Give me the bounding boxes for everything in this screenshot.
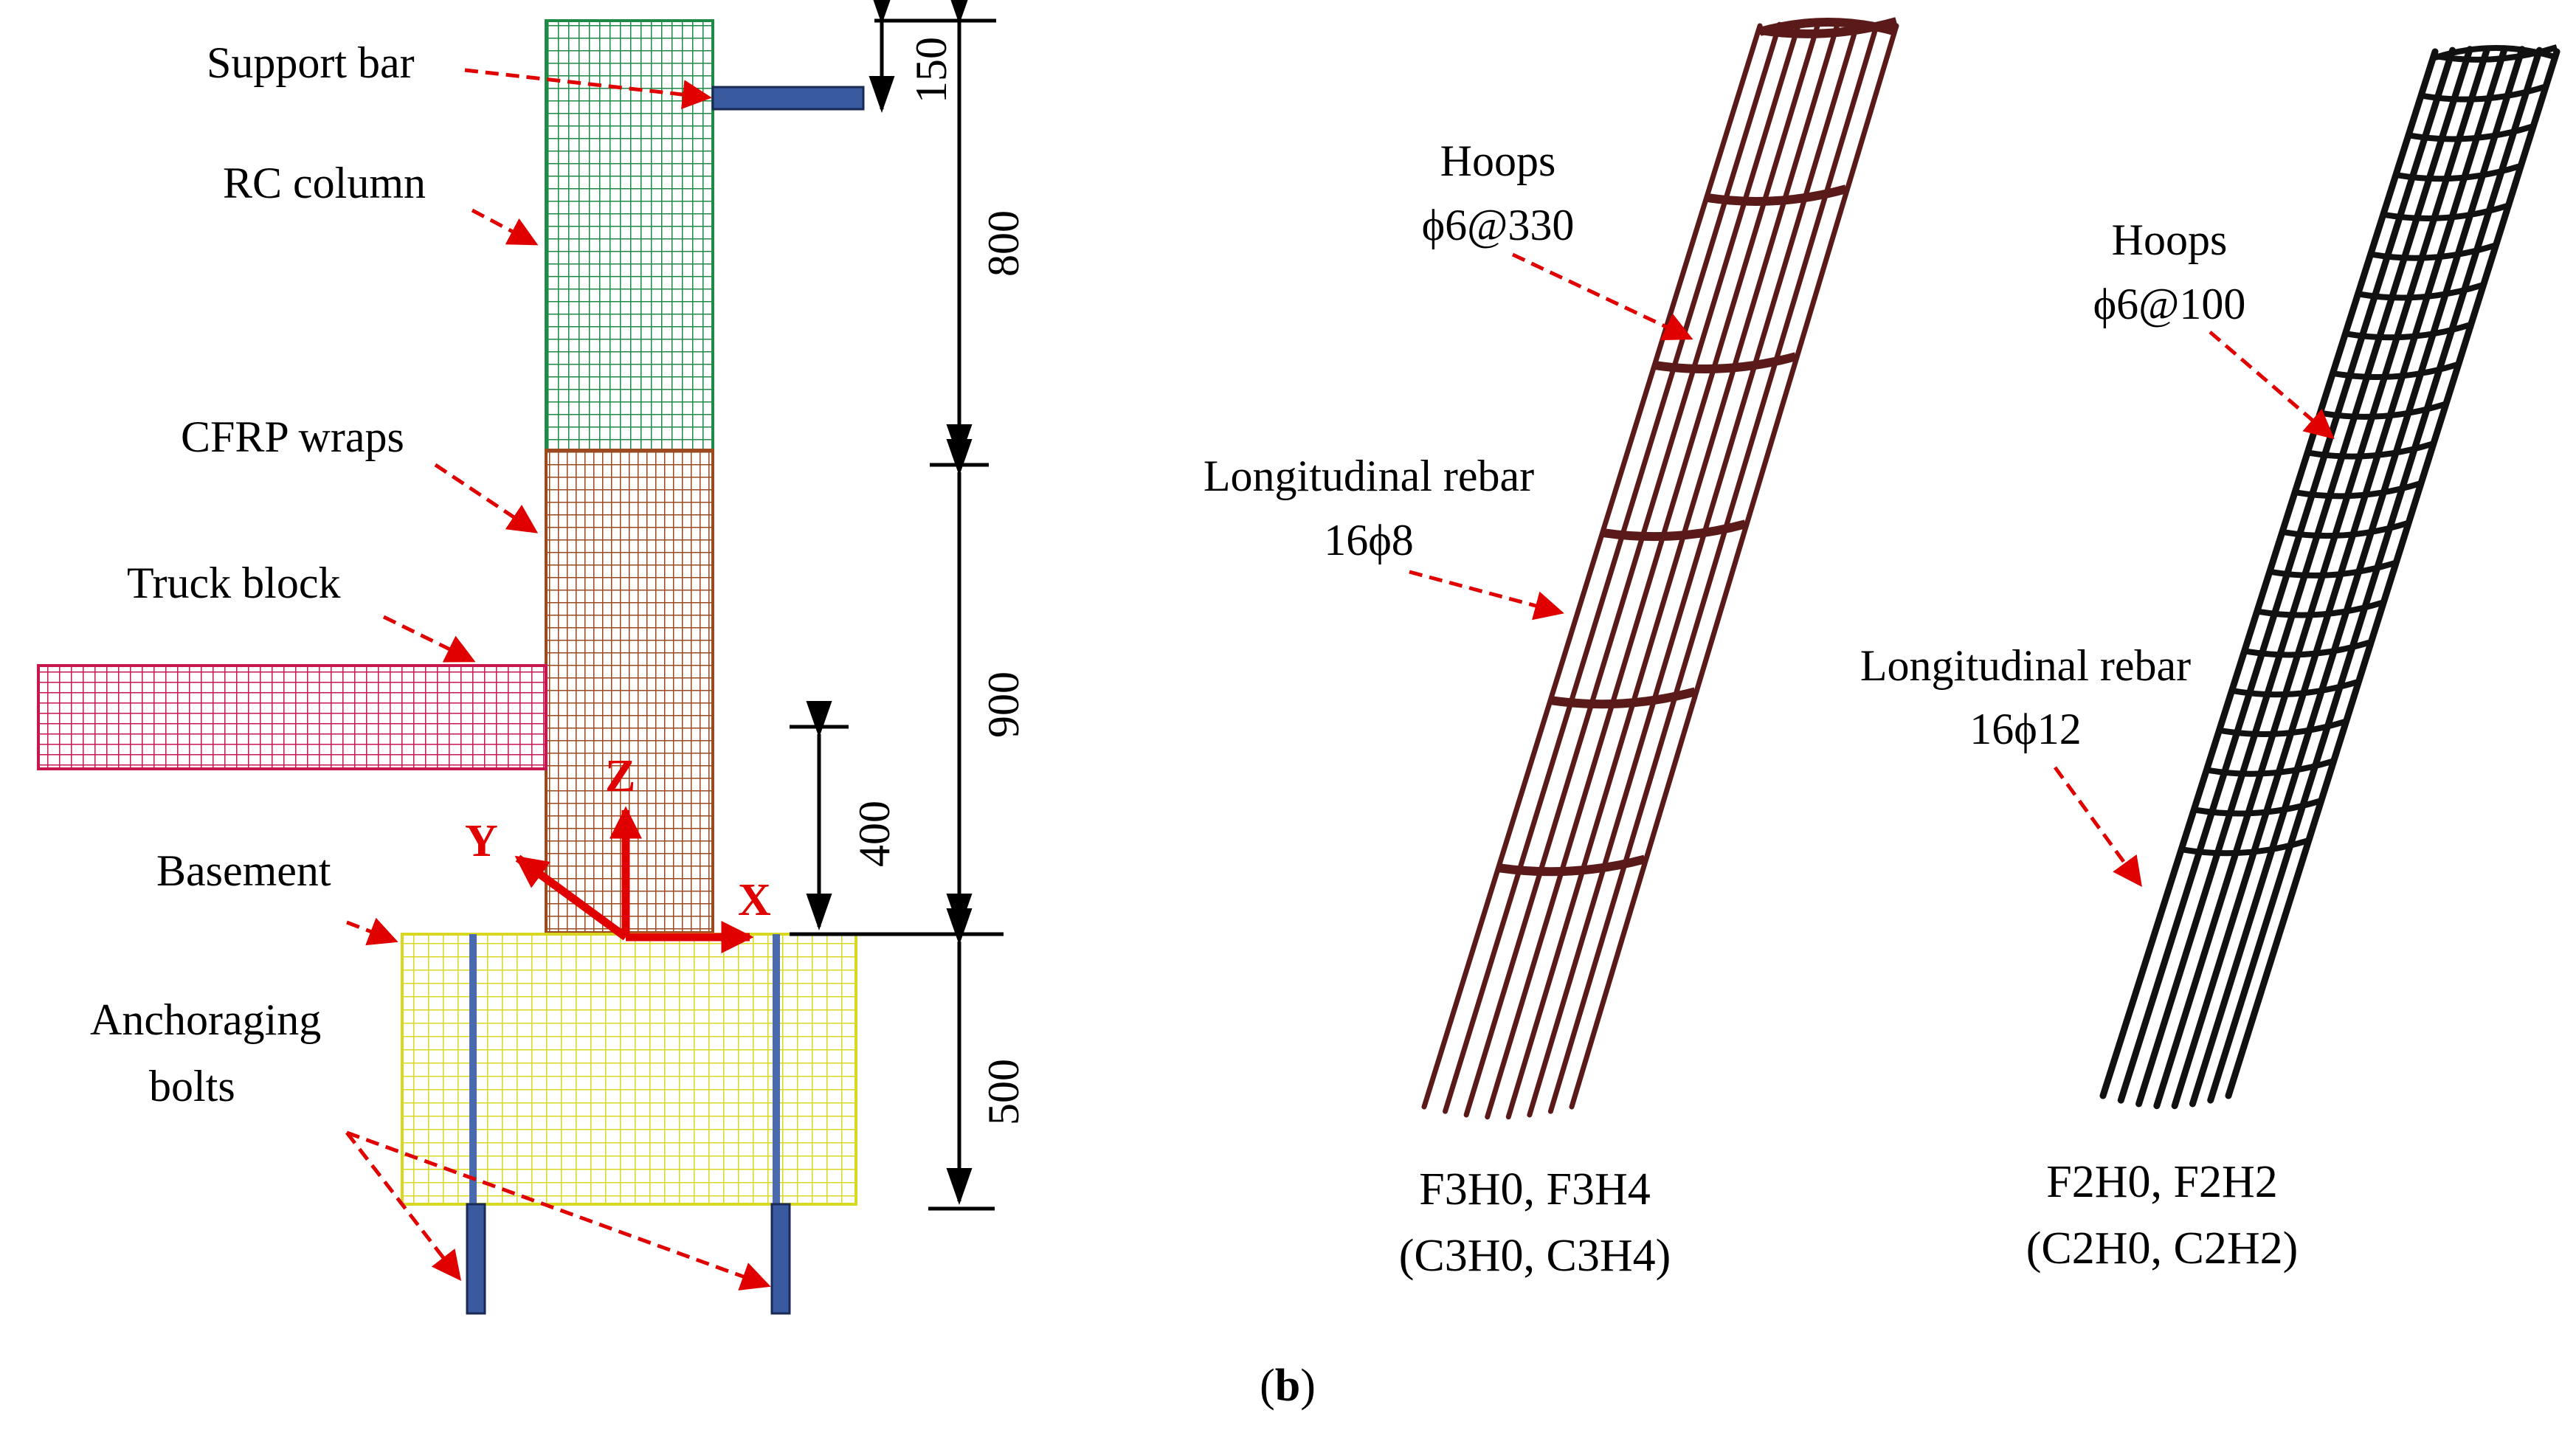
anchoring-bolt-left-foot bbox=[466, 1203, 486, 1315]
cage-f2-longitudinal-rebar bbox=[2189, 46, 2526, 1108]
cage-f2-hoop bbox=[2422, 83, 2546, 103]
cage-f2-hoop bbox=[2321, 401, 2446, 420]
label-basement: Basement bbox=[156, 846, 331, 895]
cage-f3-rebars bbox=[1421, 17, 1899, 1120]
cage-f3-caption-line2: (C3H0, C3H4) bbox=[1399, 1231, 1671, 1281]
cage-f2-hoop bbox=[2409, 123, 2533, 142]
cage-f2-hoop bbox=[2383, 203, 2508, 221]
label-rc-column: RC column bbox=[223, 159, 426, 207]
cage-f3-longitudinal-rebar bbox=[1463, 21, 1802, 1118]
basement-mesh bbox=[401, 933, 857, 1206]
cage-f2-rebars bbox=[2099, 44, 2561, 1110]
cage-f3-hoop bbox=[1655, 352, 1798, 374]
axis-y-label: Y bbox=[465, 816, 498, 866]
anchoring-bolt-right-foot bbox=[770, 1203, 791, 1315]
cage-f2-long-title: Longitudinal rebar bbox=[1860, 641, 2191, 690]
cage-f2-longitudinal-rebar bbox=[2171, 45, 2508, 1110]
cage-f2-longitudinal-rebar bbox=[2207, 46, 2543, 1104]
support-bar bbox=[711, 86, 865, 111]
cage-f2-longitudinal-rebar bbox=[2225, 48, 2561, 1099]
dim-800: 800 bbox=[979, 210, 1028, 277]
axis-x-label: X bbox=[738, 875, 771, 925]
truck-block-mesh bbox=[37, 664, 548, 770]
cage-f2-hoop bbox=[2308, 441, 2434, 460]
cage-f2-hoop bbox=[2195, 798, 2321, 817]
label-cfrp-wraps: CFRP wraps bbox=[181, 412, 404, 461]
cage-f3-hoop bbox=[1499, 854, 1646, 877]
cage-f3-top-ring bbox=[1758, 18, 1898, 36]
cage-f3-longitudinal-rebar bbox=[1505, 20, 1841, 1120]
cage-f2-hoop bbox=[2245, 639, 2371, 658]
cage-f2-hoops-title: Hoops bbox=[2112, 215, 2228, 264]
cage-f3-caption-line1: F3H0, F3H4 bbox=[1419, 1164, 1651, 1215]
axis-y-arrow bbox=[514, 854, 629, 941]
cage-f3-hoops-title: Hoops bbox=[1440, 137, 1556, 185]
cage-f2-hoop bbox=[2333, 362, 2458, 381]
cage-f3-longitudinal-rebar bbox=[1547, 21, 1880, 1114]
cage-f2-hoop bbox=[2296, 480, 2421, 500]
dim-500: 500 bbox=[979, 1059, 1028, 1125]
anchoring-bolt-right bbox=[773, 934, 780, 1204]
cage-f2-hoop bbox=[2271, 560, 2396, 578]
cage-f3-longitudinal-rebar bbox=[1421, 23, 1763, 1110]
fe-model: 150 800 900 400 500 Z X Y Support bar RC… bbox=[37, 0, 1028, 1315]
coordinate-axes bbox=[514, 806, 754, 953]
label-anchoring-line1: Anchoraging bbox=[90, 995, 321, 1044]
cage-f3-hoop bbox=[1707, 184, 1848, 206]
label-support-bar: Support bar bbox=[207, 38, 415, 87]
cage-f2-hoop bbox=[2232, 679, 2358, 698]
cage-f2: Hoops ϕ6@100 Longitudinal rebar 16ϕ12 F2… bbox=[1860, 44, 2561, 1274]
cage-f2-hoop bbox=[2257, 599, 2383, 618]
cage-f2-longitudinal-rebar bbox=[2099, 48, 2439, 1099]
panel-label: (b) bbox=[1260, 1361, 1316, 1411]
anchoring-bolt-left bbox=[469, 934, 477, 1204]
cage-f3-hoop bbox=[1551, 687, 1696, 709]
cage-f2-caption-line1: F2H0, F2H2 bbox=[2046, 1157, 2278, 1207]
leader-arrows-a bbox=[345, 68, 771, 1291]
cage-f3: Hoops ϕ6@330 Longitudinal rebar 16ϕ8 F3H… bbox=[1204, 17, 1899, 1281]
cage-f2-hoop bbox=[2207, 759, 2333, 777]
axis-z-label: Z bbox=[605, 751, 635, 801]
cage-f2-hoop bbox=[2346, 322, 2470, 341]
dimension-lines bbox=[790, 0, 996, 1211]
cage-f2-long-spec: 16ϕ12 bbox=[1969, 705, 2082, 753]
cage-f2-caption-line2: (C2H0, C2H2) bbox=[2026, 1223, 2299, 1274]
cage-f3-hoops-spec: ϕ6@330 bbox=[1422, 201, 1575, 249]
cage-f2-hoop bbox=[2397, 163, 2521, 182]
cage-f2-hoop bbox=[2358, 282, 2483, 301]
cage-f3-long-title: Longitudinal rebar bbox=[1204, 452, 1534, 500]
dim-150: 150 bbox=[907, 37, 956, 103]
cage-f2-top-ring bbox=[2434, 45, 2558, 61]
cage-f2-leaders bbox=[2053, 331, 2335, 888]
label-anchoring-line2: bolts bbox=[149, 1062, 235, 1111]
cage-f3-longitudinal-rebar bbox=[1485, 20, 1821, 1120]
dim-400: 400 bbox=[850, 801, 899, 867]
cage-f3-longitudinal-rebar bbox=[1527, 21, 1860, 1118]
cage-f2-hoop bbox=[2283, 520, 2408, 539]
cage-f3-longitudinal-rebar bbox=[1443, 21, 1782, 1114]
cage-f2-hoop bbox=[2220, 719, 2346, 737]
cage-f3-hoop bbox=[1603, 519, 1747, 542]
cage-f3-leaders bbox=[1409, 252, 1693, 621]
dim-900: 900 bbox=[979, 671, 1028, 738]
label-truck-block: Truck block bbox=[127, 559, 340, 607]
cage-f2-hoops-spec: ϕ6@100 bbox=[2093, 280, 2246, 328]
cage-f3-long-spec: 16ϕ8 bbox=[1324, 516, 1414, 564]
cage-f3-longitudinal-rebar bbox=[1569, 23, 1899, 1110]
cage-f2-hoop bbox=[2182, 837, 2308, 857]
rc-column-mesh bbox=[545, 19, 714, 452]
cage-f2-hoop bbox=[2371, 243, 2496, 261]
